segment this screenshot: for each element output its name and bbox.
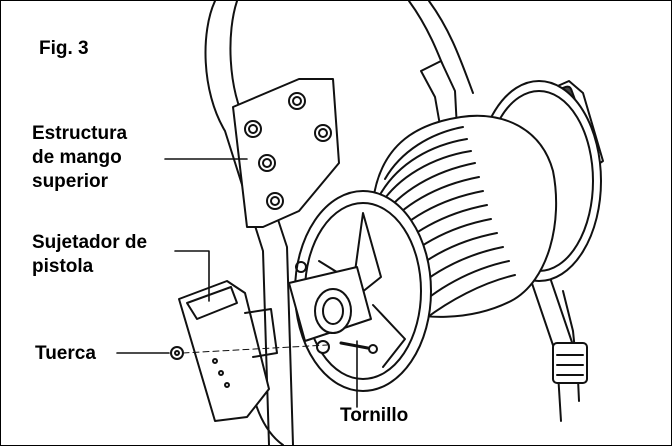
leader-sujetador	[174, 250, 210, 302]
label-line: superior	[32, 171, 109, 192]
leader-lines	[116, 158, 358, 408]
figure-title: Fig. 3	[39, 38, 89, 59]
assembly-axis-line	[182, 344, 328, 354]
label-line: de mango	[32, 147, 122, 168]
label-nut: Tuerca	[35, 343, 96, 364]
handle-bracket-plate	[232, 78, 340, 228]
label-line: Sujetador de	[32, 232, 148, 253]
hose-outlet	[552, 290, 588, 384]
label-line: pistola	[32, 256, 94, 277]
label-upper-handle-frame: Estructura de mango superior	[32, 122, 127, 194]
label-bolt: Tornillo	[340, 405, 409, 426]
reel-hub	[288, 261, 372, 342]
nut	[170, 346, 184, 360]
label-gun-holder: Sujetador de pistola	[32, 231, 147, 279]
label-line: Estructura	[32, 123, 128, 144]
